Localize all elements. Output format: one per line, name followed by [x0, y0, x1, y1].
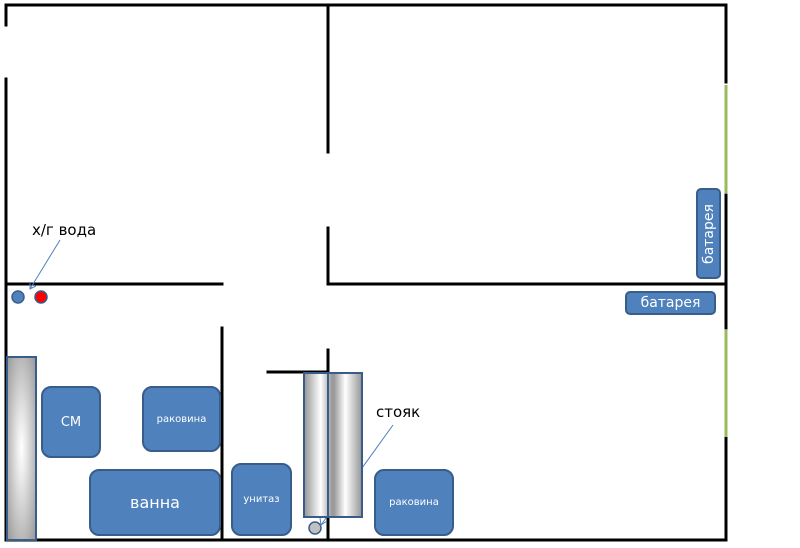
toilet-label: унитаз: [243, 494, 280, 505]
radiator-vertical[interactable]: батарея: [696, 188, 721, 279]
washing-machine-label: СМ: [60, 414, 82, 430]
washing-machine[interactable]: СМ: [41, 386, 101, 458]
water-callout-line: [29, 239, 61, 290]
radiator-horizontal-label: батарея: [640, 295, 701, 311]
toilet[interactable]: унитаз: [231, 463, 292, 536]
riser-callout-arrowhead: [319, 517, 328, 526]
bathtub-label: ванна: [130, 493, 180, 512]
kitchen-sink-label: раковина: [389, 497, 439, 508]
walls: [4, 3, 728, 542]
cold-water-pipe-icon: [11, 290, 25, 304]
radiator-vertical-label: батарея: [700, 203, 717, 264]
kitchen-sink[interactable]: раковина: [374, 469, 454, 536]
water-callout-arrowhead: [29, 282, 37, 290]
bathroom-sink-label: раковина: [156, 413, 207, 425]
riser-pipe-icon: [308, 521, 322, 535]
hot-water-pipe-icon: [34, 290, 48, 304]
ventilation-shaft-center: [303, 372, 363, 518]
ventilation-shaft-left: [6, 356, 37, 541]
bathroom-sink[interactable]: раковина: [142, 386, 221, 452]
water-pipes-label: х/г вода: [32, 221, 97, 239]
bathtub[interactable]: ванна: [89, 469, 221, 536]
radiator-horizontal[interactable]: батарея: [625, 291, 716, 315]
riser-label: стояк: [376, 403, 421, 421]
